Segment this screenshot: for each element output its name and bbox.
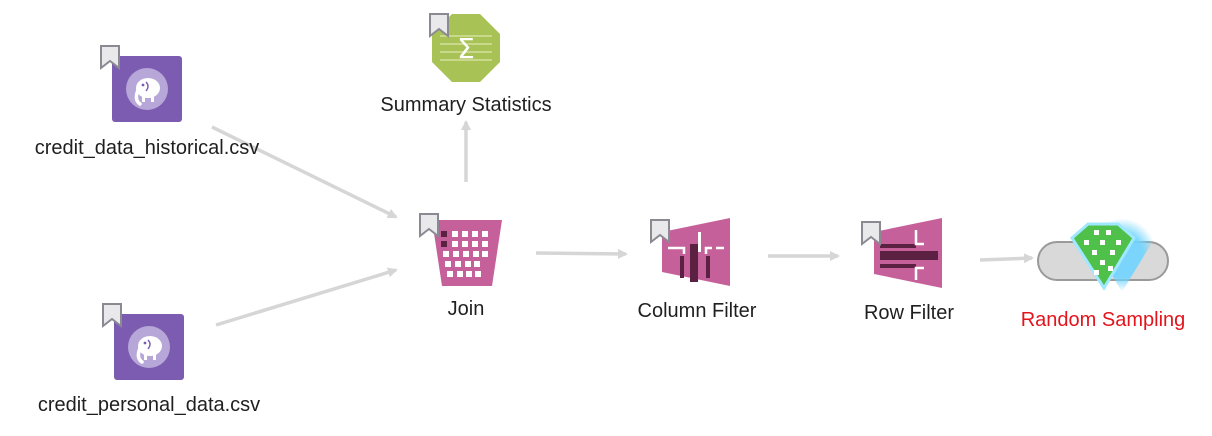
- label-row-filter: Row Filter: [863, 302, 955, 324]
- connections: [211, 120, 1034, 327]
- join-grid-icon: [441, 231, 488, 277]
- edge-csv-hist-to-join[interactable]: [211, 125, 398, 219]
- node-csv-reader-personal[interactable]: [102, 303, 184, 380]
- elephant-icon: [126, 68, 168, 110]
- node-summary-statistics[interactable]: Σ: [429, 13, 500, 82]
- bookmark-icon: [100, 45, 120, 71]
- bookmark-icon: [419, 213, 439, 239]
- label-csv-personal: credit_personal_data.csv: [37, 394, 261, 416]
- column-filter-icon: [668, 232, 724, 282]
- label-csv-historical: credit_data_historical.csv: [34, 137, 260, 159]
- row-filter-icon: [880, 230, 938, 280]
- svg-text:Σ: Σ: [457, 32, 475, 65]
- bookmark-icon: [102, 303, 122, 329]
- node-join[interactable]: [419, 213, 502, 286]
- bookmark-icon: [429, 13, 449, 39]
- bookmark-icon: [650, 219, 670, 245]
- node-row-filter[interactable]: [861, 218, 942, 288]
- elephant-icon: [128, 326, 170, 368]
- edge-row-filter-to-sampling[interactable]: [979, 253, 1034, 264]
- label-summary-statistics: Summary Statistics: [380, 94, 552, 116]
- gem-pattern: [1084, 230, 1121, 275]
- label-random-sampling: Random Sampling: [1020, 309, 1186, 331]
- node-column-filter[interactable]: [650, 218, 730, 286]
- label-join: Join: [447, 298, 485, 320]
- bookmark-icon: [861, 221, 881, 247]
- edge-join-to-column-filter[interactable]: [535, 248, 628, 259]
- label-column-filter: Column Filter: [637, 300, 757, 322]
- node-csv-reader-historical[interactable]: [100, 45, 182, 122]
- edge-csv-personal-to-join[interactable]: [215, 267, 398, 327]
- node-random-sampling[interactable]: [1037, 218, 1169, 292]
